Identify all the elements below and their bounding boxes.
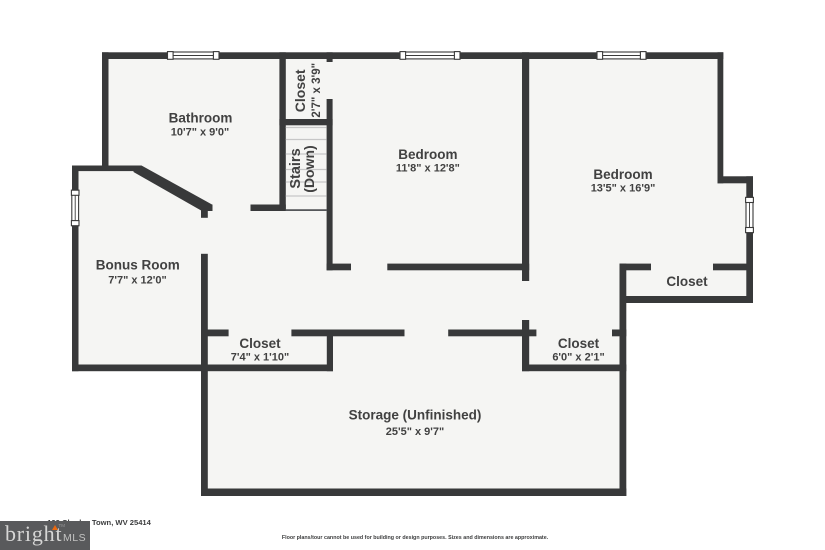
svg-text:Closet: Closet	[666, 274, 708, 289]
svg-text:Storage (Unfinished): Storage (Unfinished)	[349, 407, 482, 422]
svg-text:10'7" x 9'0": 10'7" x 9'0"	[171, 127, 229, 139]
svg-text:Bedroom: Bedroom	[398, 147, 457, 162]
svg-text:Closet: Closet	[292, 69, 308, 112]
svg-text:25'5" x 9'7": 25'5" x 9'7"	[386, 426, 444, 438]
svg-text:Bonus Room: Bonus Room	[96, 258, 180, 273]
svg-text:2'7" x 3'9": 2'7" x 3'9"	[311, 63, 323, 118]
svg-text:13'5" x 16'9": 13'5" x 16'9"	[591, 183, 656, 195]
svg-text:Bathroom: Bathroom	[169, 111, 233, 126]
svg-text:7'4" x 1'10": 7'4" x 1'10"	[231, 352, 289, 364]
svg-text:Bedroom: Bedroom	[593, 167, 652, 182]
svg-text:(Down): (Down)	[301, 145, 317, 192]
svg-text:7'7" x 12'0": 7'7" x 12'0"	[108, 275, 166, 287]
svg-text:6'0" x 2'1": 6'0" x 2'1"	[552, 352, 604, 364]
svg-text:Closet: Closet	[558, 336, 600, 351]
svg-text:Closet: Closet	[239, 336, 281, 351]
svg-text:11'8" x 12'8": 11'8" x 12'8"	[396, 163, 460, 175]
svg-text:Stairs: Stairs	[288, 148, 304, 188]
